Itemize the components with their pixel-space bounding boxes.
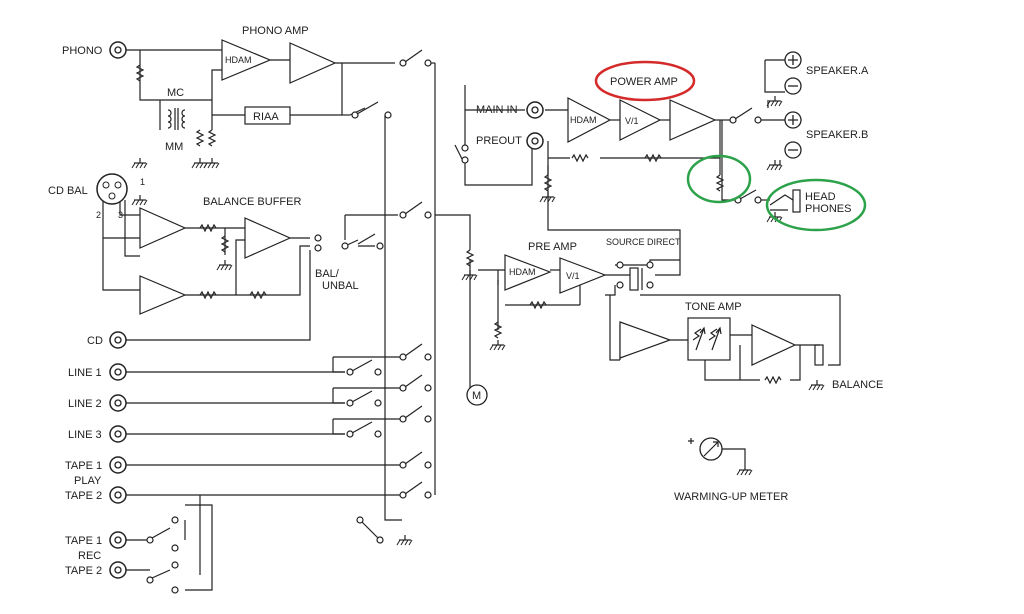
- label-play: PLAY: [74, 475, 102, 487]
- label-tape2-rec: TAPE 2: [65, 565, 102, 577]
- mc-transformer: [167, 108, 186, 130]
- label-rec: REC: [78, 550, 101, 562]
- label-tape1-rec: TAPE 1: [65, 535, 102, 547]
- label-tone-amp: TONE AMP: [685, 301, 742, 313]
- label-source-direct: SOURCE DIRECT: [606, 237, 681, 247]
- tone-control-arrows: [692, 326, 722, 351]
- label-preout: PREOUT: [476, 135, 522, 147]
- label-hdam-phono: HDAM: [225, 55, 252, 65]
- motor-symbol: [466, 384, 488, 406]
- label-mm: MM: [165, 141, 183, 153]
- label-phones: PHONES: [805, 203, 851, 215]
- resistors: [135, 64, 824, 385]
- label-pre-amp: PRE AMP: [528, 241, 577, 253]
- switches: [146, 49, 762, 594]
- xlr-connector: [96, 173, 128, 205]
- label-line1: LINE 1: [68, 367, 102, 379]
- label-head: HEAD: [805, 191, 836, 203]
- label-main-in: MAIN IN: [476, 104, 518, 116]
- power-amp-highlight: [594, 60, 696, 102]
- label-line3: LINE 3: [68, 429, 102, 441]
- amplifiers: [139, 39, 797, 366]
- label-line2: LINE 2: [68, 398, 102, 410]
- label-power-amp: POWER AMP: [610, 76, 678, 88]
- label-tape2-play: TAPE 2: [65, 490, 102, 502]
- label-cd: CD: [87, 335, 103, 347]
- label-balance: BALANCE: [832, 379, 883, 391]
- label-speaker-a: SPEAKER.A: [806, 65, 869, 77]
- label-balance-buffer: BALANCE BUFFER: [203, 196, 301, 208]
- warming-up-meter-symbol: [688, 437, 746, 465]
- label-cd-bal: CD BAL: [48, 185, 88, 197]
- resistor-highlight: [686, 154, 752, 204]
- label-phono: PHONO: [62, 45, 103, 57]
- source-direct-relay: [629, 267, 643, 291]
- label-speaker-b: SPEAKER.B: [806, 129, 868, 141]
- label-phono-amp: PHONO AMP: [242, 25, 309, 37]
- label-v1-power: V/1: [625, 116, 639, 126]
- label-tape1-play: TAPE 1: [65, 460, 102, 472]
- label-xlr-pin1: 1: [140, 177, 145, 187]
- label-warming-up-meter: WARMING-UP METER: [674, 491, 788, 503]
- riaa-box: [244, 106, 291, 125]
- label-hdam-power: HDAM: [570, 115, 597, 125]
- wires: [102, 49, 841, 591]
- label-motor: M: [472, 390, 481, 402]
- label-xlr-pin2: 2: [96, 210, 101, 220]
- label-bal-unbal-2: UNBAL: [322, 280, 359, 292]
- label-hdam-pre: HDAM: [509, 267, 536, 277]
- speaker-terminals: [784, 51, 802, 159]
- label-bal-unbal-1: BAL/: [315, 268, 340, 280]
- label-xlr-pin3: 3: [118, 210, 123, 220]
- label-riaa: RIAA: [253, 111, 279, 123]
- headphone-jack: [769, 189, 801, 213]
- headphones-highlight: [765, 178, 867, 232]
- label-mc: MC: [167, 87, 184, 99]
- label-v1-pre: V/1: [566, 271, 580, 281]
